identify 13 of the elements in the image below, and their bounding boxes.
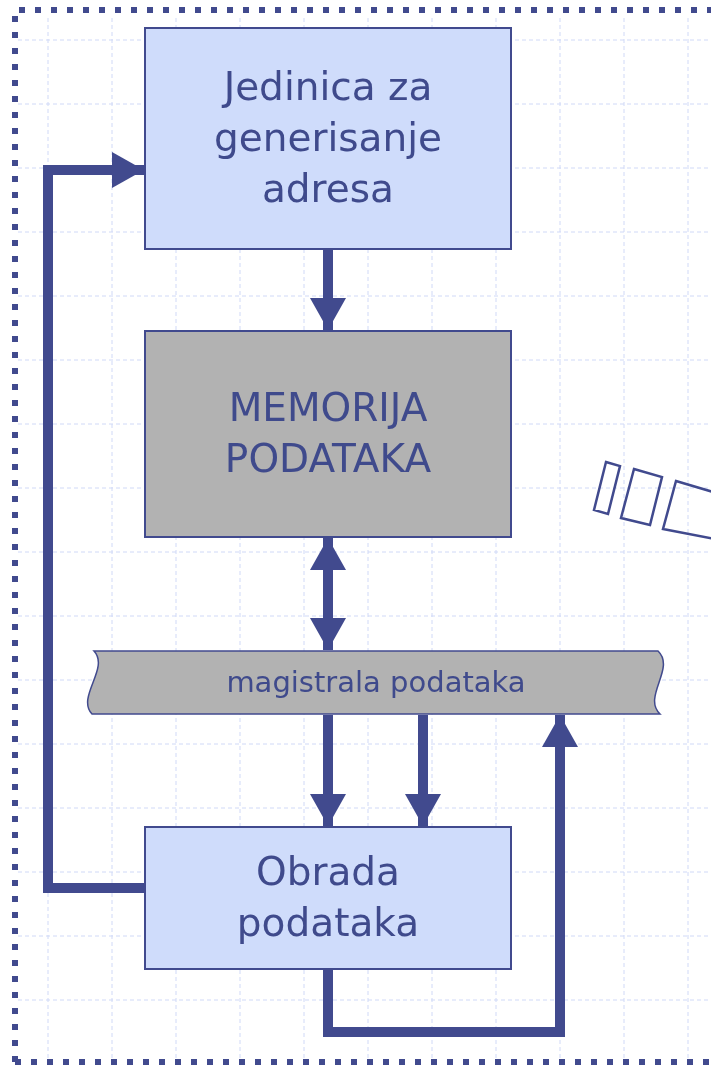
bus-label: magistrala podataka: [226, 663, 526, 701]
box-label: MEMORIJA PODATAKA: [223, 384, 433, 483]
arrow: [405, 715, 441, 826]
arrow: [310, 715, 346, 826]
arrow: [310, 538, 346, 650]
arrow: [310, 250, 346, 330]
box-label: Jedinica za generisanje adresa: [212, 63, 444, 213]
memory-box: [144, 330, 512, 538]
box-label: Obrada podataka: [235, 848, 421, 947]
arrow: [323, 715, 578, 1037]
process-box: [144, 826, 512, 970]
process-box: [144, 27, 512, 250]
arrow: [43, 152, 144, 893]
